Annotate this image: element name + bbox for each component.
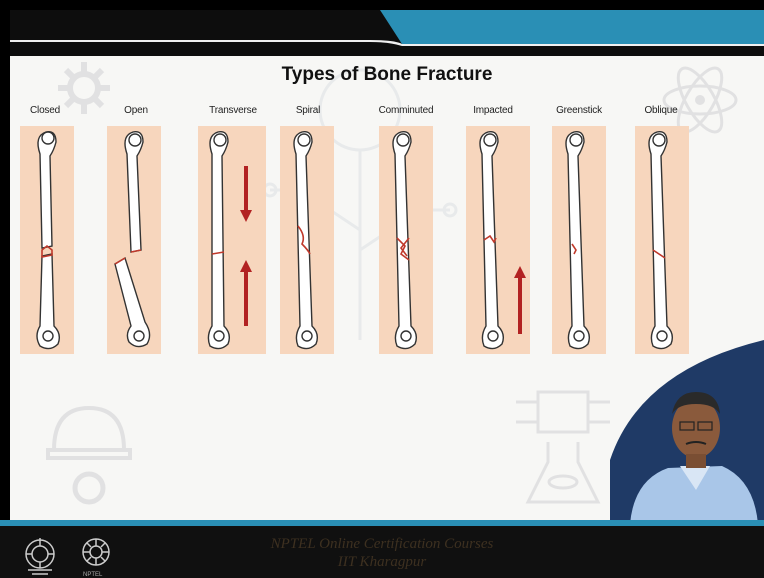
bone-impacted-illustration (468, 126, 528, 354)
bone-oblique-illustration (637, 126, 697, 354)
fracture-label-oblique: Oblique (621, 105, 701, 116)
fracture-label-spiral: Spiral (268, 105, 348, 116)
bone-open-illustration (109, 126, 169, 354)
helmet-watermark-icon (44, 390, 134, 510)
slide-title: Types of Bone Fracture (10, 64, 764, 86)
fracture-label-open: Open (96, 105, 176, 116)
bone-spiral-illustration (282, 126, 342, 354)
fracture-label-closed: Closed (10, 105, 85, 116)
nptel-label: NPTEL (83, 572, 102, 578)
bone-greenstick-illustration (554, 126, 614, 354)
bone-transverse-illustration (200, 126, 260, 354)
fracture-label-greenstick: Greenstick (539, 105, 619, 116)
tree-watermark-icon (240, 50, 480, 350)
footer-institute-name: IIT Kharagpur (0, 554, 764, 571)
presenter-video (610, 340, 764, 524)
bone-comminuted-illustration (381, 126, 441, 354)
fracture-label-impacted: Impacted (453, 105, 533, 116)
footer-course-name: NPTEL Online Certification Courses (0, 536, 764, 553)
fracture-label-comminuted: Comminuted (366, 105, 446, 116)
fracture-label-transverse: Transverse (193, 105, 273, 116)
bone-closed-illustration (22, 126, 82, 354)
circuit-watermark-icon (508, 382, 618, 512)
course-footer: NPTEL NPTEL Online Certification Courses… (0, 520, 764, 578)
